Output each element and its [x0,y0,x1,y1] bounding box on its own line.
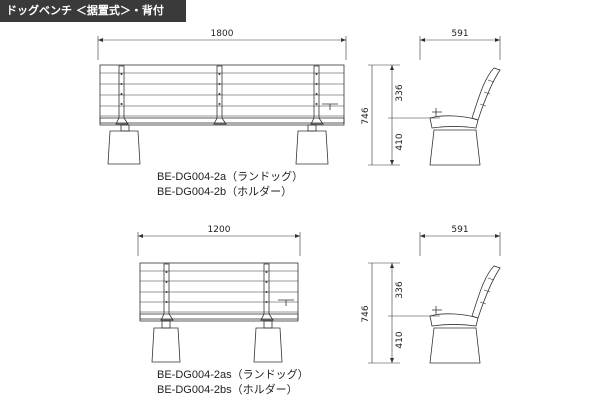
page-title: ドッグベンチ ＜据置式＞・背付 [6,4,164,17]
bench-1200-side-view: 591 746 336 410 [361,225,501,364]
total-height-dimension: 746 [361,305,371,322]
total-height-dimension: 746 [361,107,371,124]
width-dimension: 1800 [211,29,234,39]
seat-height-dimension: 410 [395,133,405,150]
model-label: BE-DG004-2b（ホルダー） [157,186,293,198]
concrete-base [429,327,481,364]
concrete-base [253,327,283,363]
concrete-base [295,130,329,165]
concrete-base [429,129,481,166]
title-bar: ドッグベンチ ＜据置式＞・背付 [0,0,186,22]
width-dimension: 1200 [208,225,231,235]
model-label: BE-DG004-2bs（ホルダー） [157,384,298,396]
model-label: BE-DG004-2a（ランドッグ） [157,171,304,183]
concrete-base [151,327,181,363]
back-height-dimension: 336 [395,281,405,298]
bench-1800-front-view: 1800 [97,29,347,165]
back-height-dimension: 336 [395,84,405,101]
bench-1800-side-view: 591 746 336 410 [361,29,501,166]
depth-dimension: 591 [451,29,468,39]
depth-dimension: 591 [451,225,468,235]
concrete-base [107,130,141,165]
model-label: BE-DG004-2as（ランドッグ） [157,369,309,381]
seat-height-dimension: 410 [395,331,405,348]
bench-1200-front-view: 1200 [137,225,301,363]
